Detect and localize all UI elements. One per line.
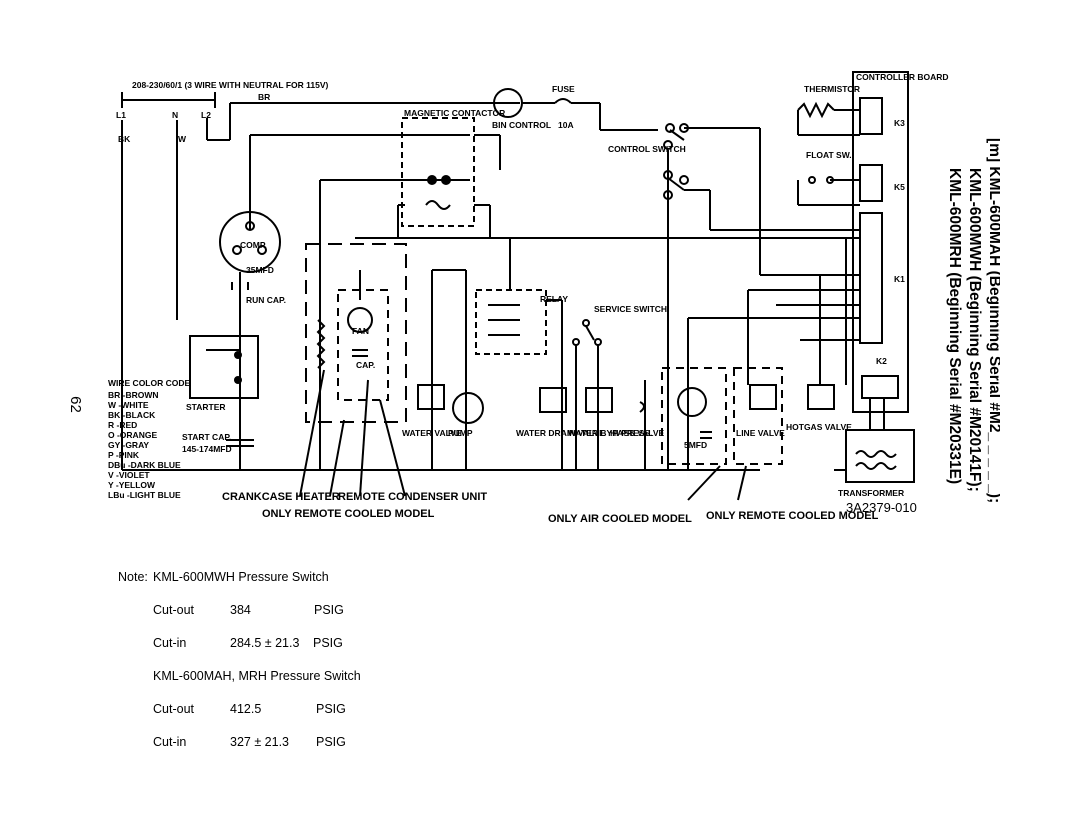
color-code-item: V -VIOLET <box>108 470 150 480</box>
color-code-item: BR -BROWN <box>108 390 159 400</box>
service-switch-label: SERVICE SWITCH <box>594 304 667 314</box>
title-line-1: [m] KML-600MAH (Beginning Serial #M2_ _ … <box>986 138 1000 503</box>
l1-label: L1 <box>116 110 126 120</box>
water-drain-valve-label: WATER DRAIN VALVE <box>516 428 605 438</box>
magnetic-contactor-label: MAGNETIC CONTACTOR <box>404 108 505 118</box>
line-valve-label: LINE VALVE <box>736 428 785 438</box>
mwh-cutin-label: Cut-in <box>153 636 187 650</box>
only-air-cooled-model-label: ONLY AIR COOLED MODEL <box>548 513 692 525</box>
color-code-item: GY -GRAY <box>108 440 149 450</box>
bk-label: BK <box>118 134 131 144</box>
color-code-title: WIRE COLOR CODE <box>108 378 190 388</box>
thermistor-label: THERMISTOR <box>804 84 860 94</box>
w-label: W <box>178 134 187 144</box>
fan-label: FAN <box>352 326 369 336</box>
rotated-title: [m] KML-600MAH (Beginning Serial #M2_ _ … <box>946 138 1000 503</box>
title-line-2: KML-600MWH (Beginning Serial #M20141F); <box>966 168 983 492</box>
mah-cutin-unit: PSIG <box>316 735 346 749</box>
hot-gas-valve-label: HOTGAS VALVE <box>786 422 852 432</box>
run-cap-label: RUN CAP. <box>246 295 286 305</box>
title-line-3: KML-600MRH (Beginning Serial #M20331E) <box>946 168 963 484</box>
mah-cutout-value: 412.5 <box>230 702 262 716</box>
k3-label: K3 <box>894 118 905 128</box>
page-number: 62 <box>66 396 84 413</box>
float-sw-label: FLOAT SW. <box>806 150 852 160</box>
color-code-item: Y -YELLOW <box>108 480 156 490</box>
relay-label: RELAY <box>540 294 568 304</box>
n-label: N <box>172 110 178 120</box>
k1-label: K1 <box>894 274 905 284</box>
mah-cutin-label: Cut-in <box>153 735 187 749</box>
mwh-cutout-label: Cut-out <box>153 603 194 617</box>
mah-cutout-label: Cut-out <box>153 702 194 716</box>
wiring-diagram: 208-230/60/1 (3 WIRE WITH NEUTRAL FOR 11… <box>108 71 949 525</box>
only-remote-cooled-model-label-2: ONLY REMOTE COOLED MODEL <box>706 510 879 522</box>
fuse-rating-label: 10A <box>558 120 574 130</box>
mwh-title: KML-600MWH Pressure Switch <box>153 570 329 584</box>
k5-label: K5 <box>894 182 905 192</box>
crankcase-heater-label: CRANKCASE HEATER <box>222 491 340 503</box>
mwh-cutin-value: 284.5 ± 21.3 <box>230 636 300 650</box>
color-code-item: R -RED <box>108 420 137 430</box>
water-bypass-valve-label: WATER BYPASS VALVE <box>568 428 665 438</box>
color-code-list: BR -BROWN W -WHITE BK -BLACK R -RED O -O… <box>108 390 181 500</box>
color-code-item: BK -BLACK <box>108 410 156 420</box>
only-remote-cooled-model-label: ONLY REMOTE COOLED MODEL <box>262 508 435 520</box>
starter-label: STARTER <box>186 402 226 412</box>
cap-label: CAP. <box>356 360 375 370</box>
k2-label: K2 <box>876 356 887 366</box>
controller-board-label: CONTROLLER BOARD <box>856 72 949 82</box>
color-code-item: LBu -LIGHT BLUE <box>108 490 181 500</box>
pump-label: PUMP <box>448 428 473 438</box>
color-code-item: P -PINK <box>108 450 140 460</box>
water-valve-label: WATER VALVE <box>402 428 462 438</box>
color-code-item: O -ORANGE <box>108 430 157 440</box>
l2-label: L2 <box>201 110 211 120</box>
mwh-cutout-unit: PSIG <box>314 603 344 617</box>
comp-label: COMP. <box>240 240 267 250</box>
br-label: BR <box>258 92 270 102</box>
mah-cutout-unit: PSIG <box>316 702 346 716</box>
drawing-number: 3A2379-010 <box>846 500 917 515</box>
remote-condenser-unit-label: REMOTE CONDENSER UNIT <box>338 491 487 503</box>
start-cap-value: 145-174MFD <box>182 444 232 454</box>
transformer-label: TRANSFORMER <box>838 488 904 498</box>
color-code-item: DBu -DARK BLUE <box>108 460 181 470</box>
supply-label: 208-230/60/1 (3 WIRE WITH NEUTRAL FOR 11… <box>132 80 329 90</box>
mwh-cutout-value: 384 <box>230 603 251 617</box>
mah-cutin-value: 327 ± 21.3 <box>230 735 289 749</box>
fan-cap-value: 5MFD <box>684 440 707 450</box>
note-header: Note: <box>118 570 148 584</box>
bin-control-label: BIN CONTROL <box>492 120 551 130</box>
color-code-item: W -WHITE <box>108 400 149 410</box>
fuse-label: FUSE <box>552 84 575 94</box>
hi-press-label: HI-PRESS. <box>610 428 653 438</box>
run-cap-value: 35MFD <box>246 265 274 275</box>
start-cap-label: START CAP. <box>182 432 231 442</box>
control-switch-label: CONTROL SWITCH <box>608 144 686 154</box>
mwh-cutin-unit: PSIG <box>313 636 343 650</box>
mah-title: KML-600MAH, MRH Pressure Switch <box>153 669 361 683</box>
